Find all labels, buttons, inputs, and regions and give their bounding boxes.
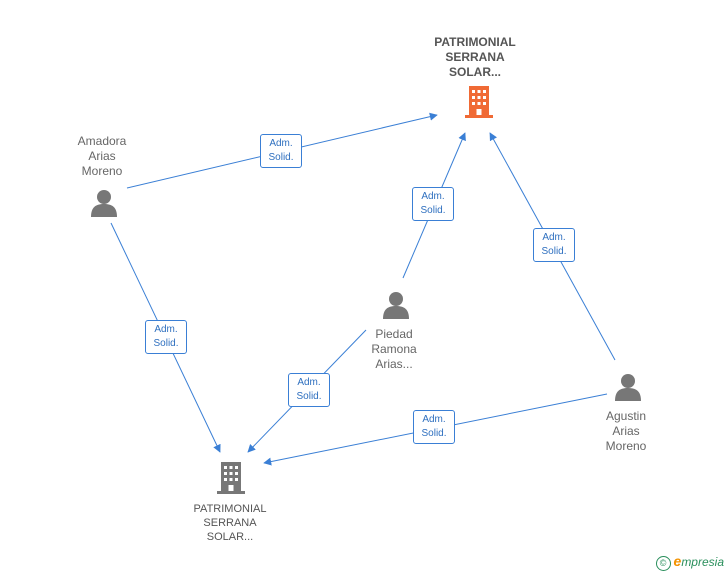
edge-label-piedad-bottom[interactable]: Adm. Solid. (288, 373, 330, 407)
person-amadora-label[interactable]: Amadora Arias Moreno (77, 134, 127, 178)
company-bottom-label[interactable]: PATRIMONIAL SERRANA SOLAR... (193, 503, 267, 543)
person-icon[interactable] (381, 290, 411, 320)
copyright-icon: © (655, 556, 671, 571)
edge-label-agustin-bottom[interactable]: Adm. Solid. (413, 410, 455, 444)
person-piedad-label[interactable]: Piedad Ramona Arias... (371, 327, 417, 371)
person-icon[interactable] (89, 188, 119, 218)
company-top-label[interactable]: PATRIMONIAL SERRANA SOLAR... (434, 35, 516, 79)
building-icon[interactable] (214, 460, 248, 496)
edge-label-amadora-bottom[interactable]: Adm. Solid. (145, 320, 187, 354)
person-agustin-label[interactable]: Agustin Arias Moreno (605, 409, 647, 453)
edge-label-piedad-top[interactable]: Adm. Solid. (412, 187, 454, 221)
edge-label-agustin-top[interactable]: Adm. Solid. (533, 228, 575, 262)
building-icon[interactable] (462, 84, 496, 120)
empresia-logo[interactable]: ©empresia (655, 553, 724, 571)
person-icon[interactable] (613, 372, 643, 402)
edge-label-amadora-top[interactable]: Adm. Solid. (260, 134, 302, 168)
